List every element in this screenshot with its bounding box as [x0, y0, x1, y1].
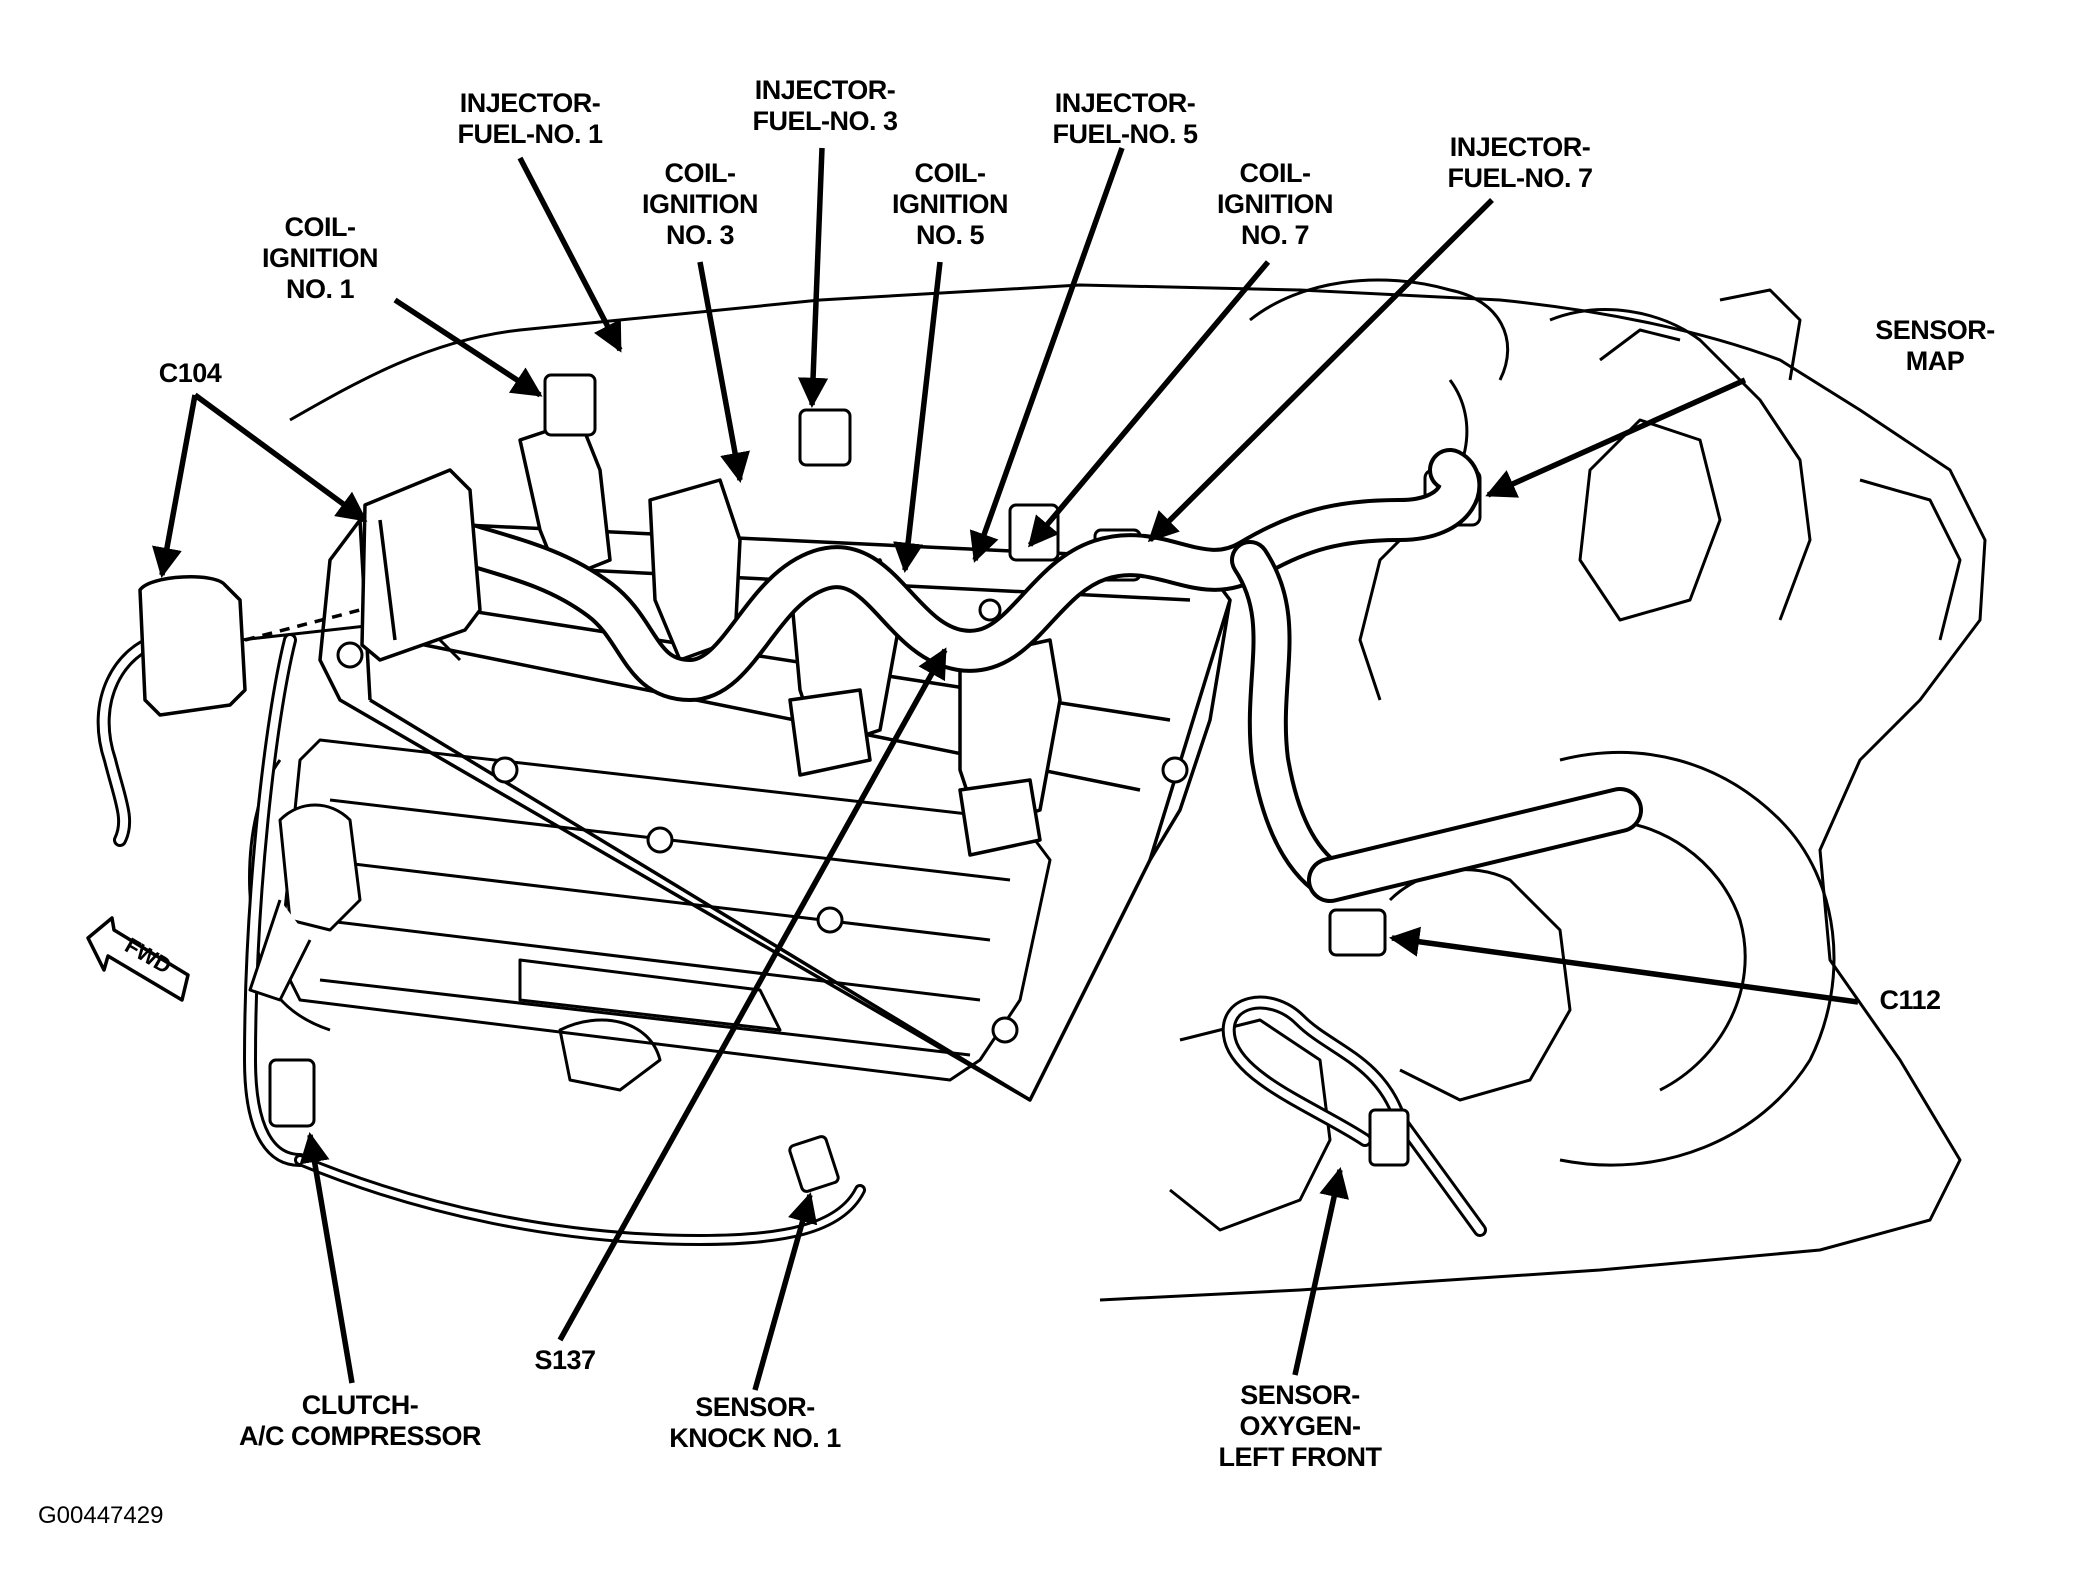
label-coil-ignition-no-5: COIL- IGNITION NO. 5 — [892, 158, 1009, 250]
label-clutch-ac-compressor: CLUTCH- A/C COMPRESSOR — [238, 1390, 482, 1451]
label-c112: C112 — [1879, 985, 1941, 1015]
label-coil-ignition-no-7: COIL- IGNITION NO. 7 — [1217, 158, 1334, 250]
sensor-connector-shapes — [248, 803, 1410, 1193]
figure-id: G00447429 — [38, 1502, 164, 1529]
label-injector-fuel-no-3: INJECTOR- FUEL-NO. 3 — [752, 75, 898, 136]
label-coil-ignition-no-3: COIL- IGNITION NO. 3 — [642, 158, 759, 250]
label-injector-fuel-no-1: INJECTOR- FUEL-NO. 1 — [457, 88, 603, 149]
label-injector-fuel-no-7: INJECTOR- FUEL-NO. 7 — [1447, 132, 1593, 193]
label-s137: S137 — [534, 1345, 596, 1375]
c104-leader-lines — [152, 392, 368, 578]
engine-background-outline — [289, 278, 1987, 1302]
wiring-harness — [96, 448, 1643, 1246]
label-c104: C104 — [158, 358, 222, 388]
label-sensor-map: SENSOR- MAP — [1875, 315, 1995, 376]
label-injector-fuel-no-5: INJECTOR- FUEL-NO. 5 — [1052, 88, 1198, 149]
label-sensor-oxygen-left-front: SENSOR- OXYGEN- LEFT FRONT — [1218, 1380, 1382, 1472]
leader-lines — [299, 147, 1859, 1391]
c104-connector-shape — [138, 468, 482, 717]
fwd-arrow — [86, 916, 190, 1002]
label-coil-ignition-no-1: COIL- IGNITION NO. 1 — [262, 212, 379, 304]
label-sensor-knock-no-1: SENSOR- KNOCK NO. 1 — [669, 1392, 841, 1453]
ignition-coils — [518, 418, 1062, 857]
